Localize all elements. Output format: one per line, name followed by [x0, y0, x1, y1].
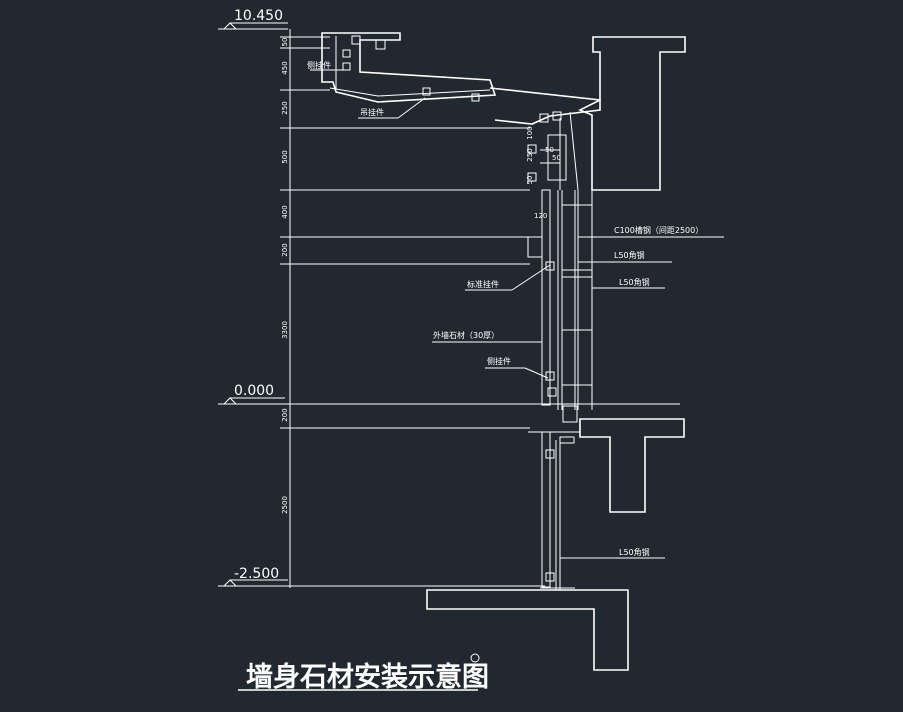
detail-dim: 50: [545, 146, 554, 154]
title-text: 墙身石材安装示意图: [246, 661, 489, 693]
label-stone-cladding: 外墙石材（30厚）: [433, 330, 499, 340]
foundation: [426, 587, 629, 671]
detail-dimensions: 100 250 50 50 50 120: [526, 126, 561, 220]
dim-label: 200: [281, 408, 289, 421]
dim-label: 450: [281, 61, 289, 74]
detail-dim: 50: [552, 154, 561, 162]
level-marker-zero: 0.000: [218, 383, 680, 405]
label-channel-steel: C100槽钢（间距2500）: [614, 225, 703, 235]
dim-label: 50: [281, 38, 289, 47]
cornice-stone: [321, 32, 601, 125]
detail-dim: 250: [526, 148, 534, 161]
level-marker-bottom: -2.500: [218, 566, 545, 587]
label-angle-steel-1: L50角钢: [614, 250, 645, 260]
level-marker-top: 10.450: [218, 8, 288, 30]
drawing-title: 墙身石材安装示意图: [238, 653, 489, 693]
callout-labels: 侧挂件 吊挂件 C100槽钢（间距2500） L50角钢 L50角钢 标准挂件 …: [307, 60, 724, 559]
level-zero-label: 0.000: [234, 383, 274, 399]
dim-label: 200: [281, 243, 289, 256]
detail-dim: 100: [526, 126, 534, 139]
label-side-hanger: 侧挂件: [487, 356, 511, 366]
label-hanging-piece: 吊挂件: [360, 107, 384, 117]
dimension-chain: 50 450 250 500 400 200 3300 200 2500: [280, 29, 530, 588]
detail-dim: 50: [526, 176, 534, 185]
dim-label: 3300: [281, 321, 289, 339]
upper-concrete-beam: [527, 36, 686, 191]
level-bottom-label: -2.500: [234, 566, 279, 582]
floor-slab: [528, 418, 685, 513]
label-side-hanger-top: 侧挂件: [307, 60, 331, 70]
dim-label: 250: [281, 101, 289, 114]
wall-cladding: [527, 189, 593, 590]
dim-label: 500: [281, 150, 289, 163]
detail-dim: 120: [534, 212, 547, 220]
dim-label: 400: [281, 205, 289, 218]
label-angle-steel-3: L50角钢: [619, 547, 650, 557]
dim-label: 2500: [281, 496, 289, 514]
level-top-label: 10.450: [234, 8, 283, 24]
label-angle-steel-2: L50角钢: [619, 277, 650, 287]
label-standard-hanger: 标准挂件: [467, 279, 499, 289]
